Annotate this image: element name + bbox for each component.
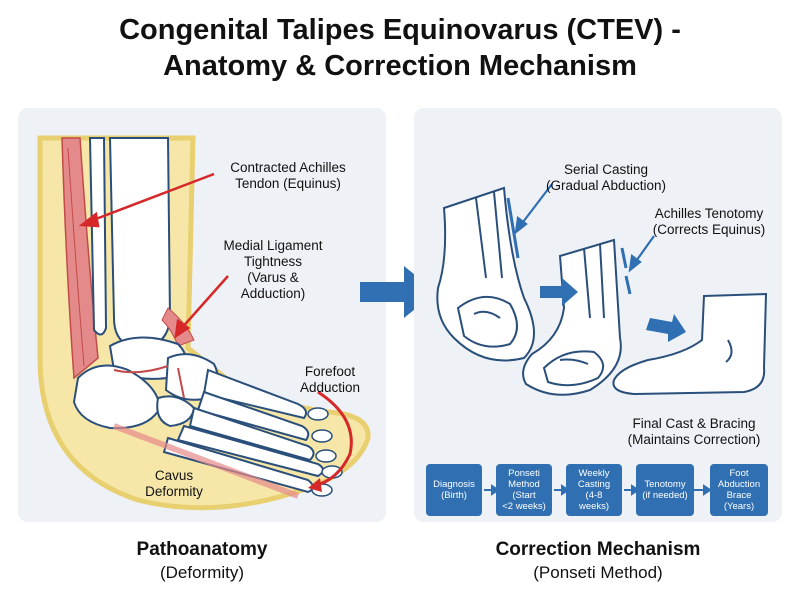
- page-title: Congenital Talipes Equinovarus (CTEV) - …: [119, 14, 681, 82]
- tibia-bone: [108, 137, 172, 350]
- final-cast-foot: [612, 292, 768, 396]
- pathoanatomy-title: Pathoanatomy: [136, 539, 268, 560]
- correction-subtitle: (Ponseti Method): [533, 563, 663, 582]
- correction-caption: Correction Mechanism (Ponseti Method): [414, 538, 782, 584]
- correction-feet-illustration: [436, 183, 768, 496]
- casted-foot-2: [522, 238, 622, 396]
- step-weekly-casting: Weekly Casting (4-8 weeks): [566, 464, 622, 516]
- cavus-deformity-label: Cavus Deformity: [145, 468, 203, 499]
- step-abduction-brace: Foot Abduction Brace (Years): [710, 464, 768, 516]
- step-diagnosis: Diagnosis (Birth): [426, 464, 482, 516]
- step-tenotomy: Tenotomy (if needed): [636, 464, 694, 516]
- forefoot-adduction-arrow: [313, 390, 353, 488]
- correction-title: Correction Mechanism: [495, 539, 701, 560]
- deformed-foot-illustration: [37, 135, 371, 511]
- fibula-bone: [88, 137, 108, 336]
- medial-ligament-label: Medial Ligament Tightness (Varus & Adduc…: [223, 238, 323, 301]
- tenotomy-label: Achilles Tenotomy (Corrects Equinus): [652, 206, 766, 237]
- pathoanatomy-caption: Pathoanatomy (Deformity): [18, 538, 386, 584]
- serial-casting-label: Serial Casting (Gradual Abduction): [545, 162, 667, 193]
- pathoanatomy-subtitle: (Deformity): [159, 563, 245, 582]
- correction-panel: Serial Casting (Gradual Abduction) Achil…: [414, 108, 782, 522]
- progress-arrow-2: [646, 314, 686, 342]
- metatarsal-bones: [162, 368, 324, 494]
- progress-arrow-1: [540, 278, 578, 306]
- final-cast-label: Final Cast & Bracing (Maintains Correcti…: [627, 416, 761, 447]
- forefoot-adduction-label: Forefoot Adduction: [299, 364, 361, 395]
- pathoanatomy-panel: Contracted Achilles Tendon (Equinus) Med…: [18, 108, 386, 522]
- casted-foot-1: [436, 186, 535, 362]
- step-ponseti-method: Ponseti Method (Start <2 weeks): [496, 464, 552, 516]
- achilles-tendon-label: Contracted Achilles Tendon (Equinus): [230, 160, 346, 191]
